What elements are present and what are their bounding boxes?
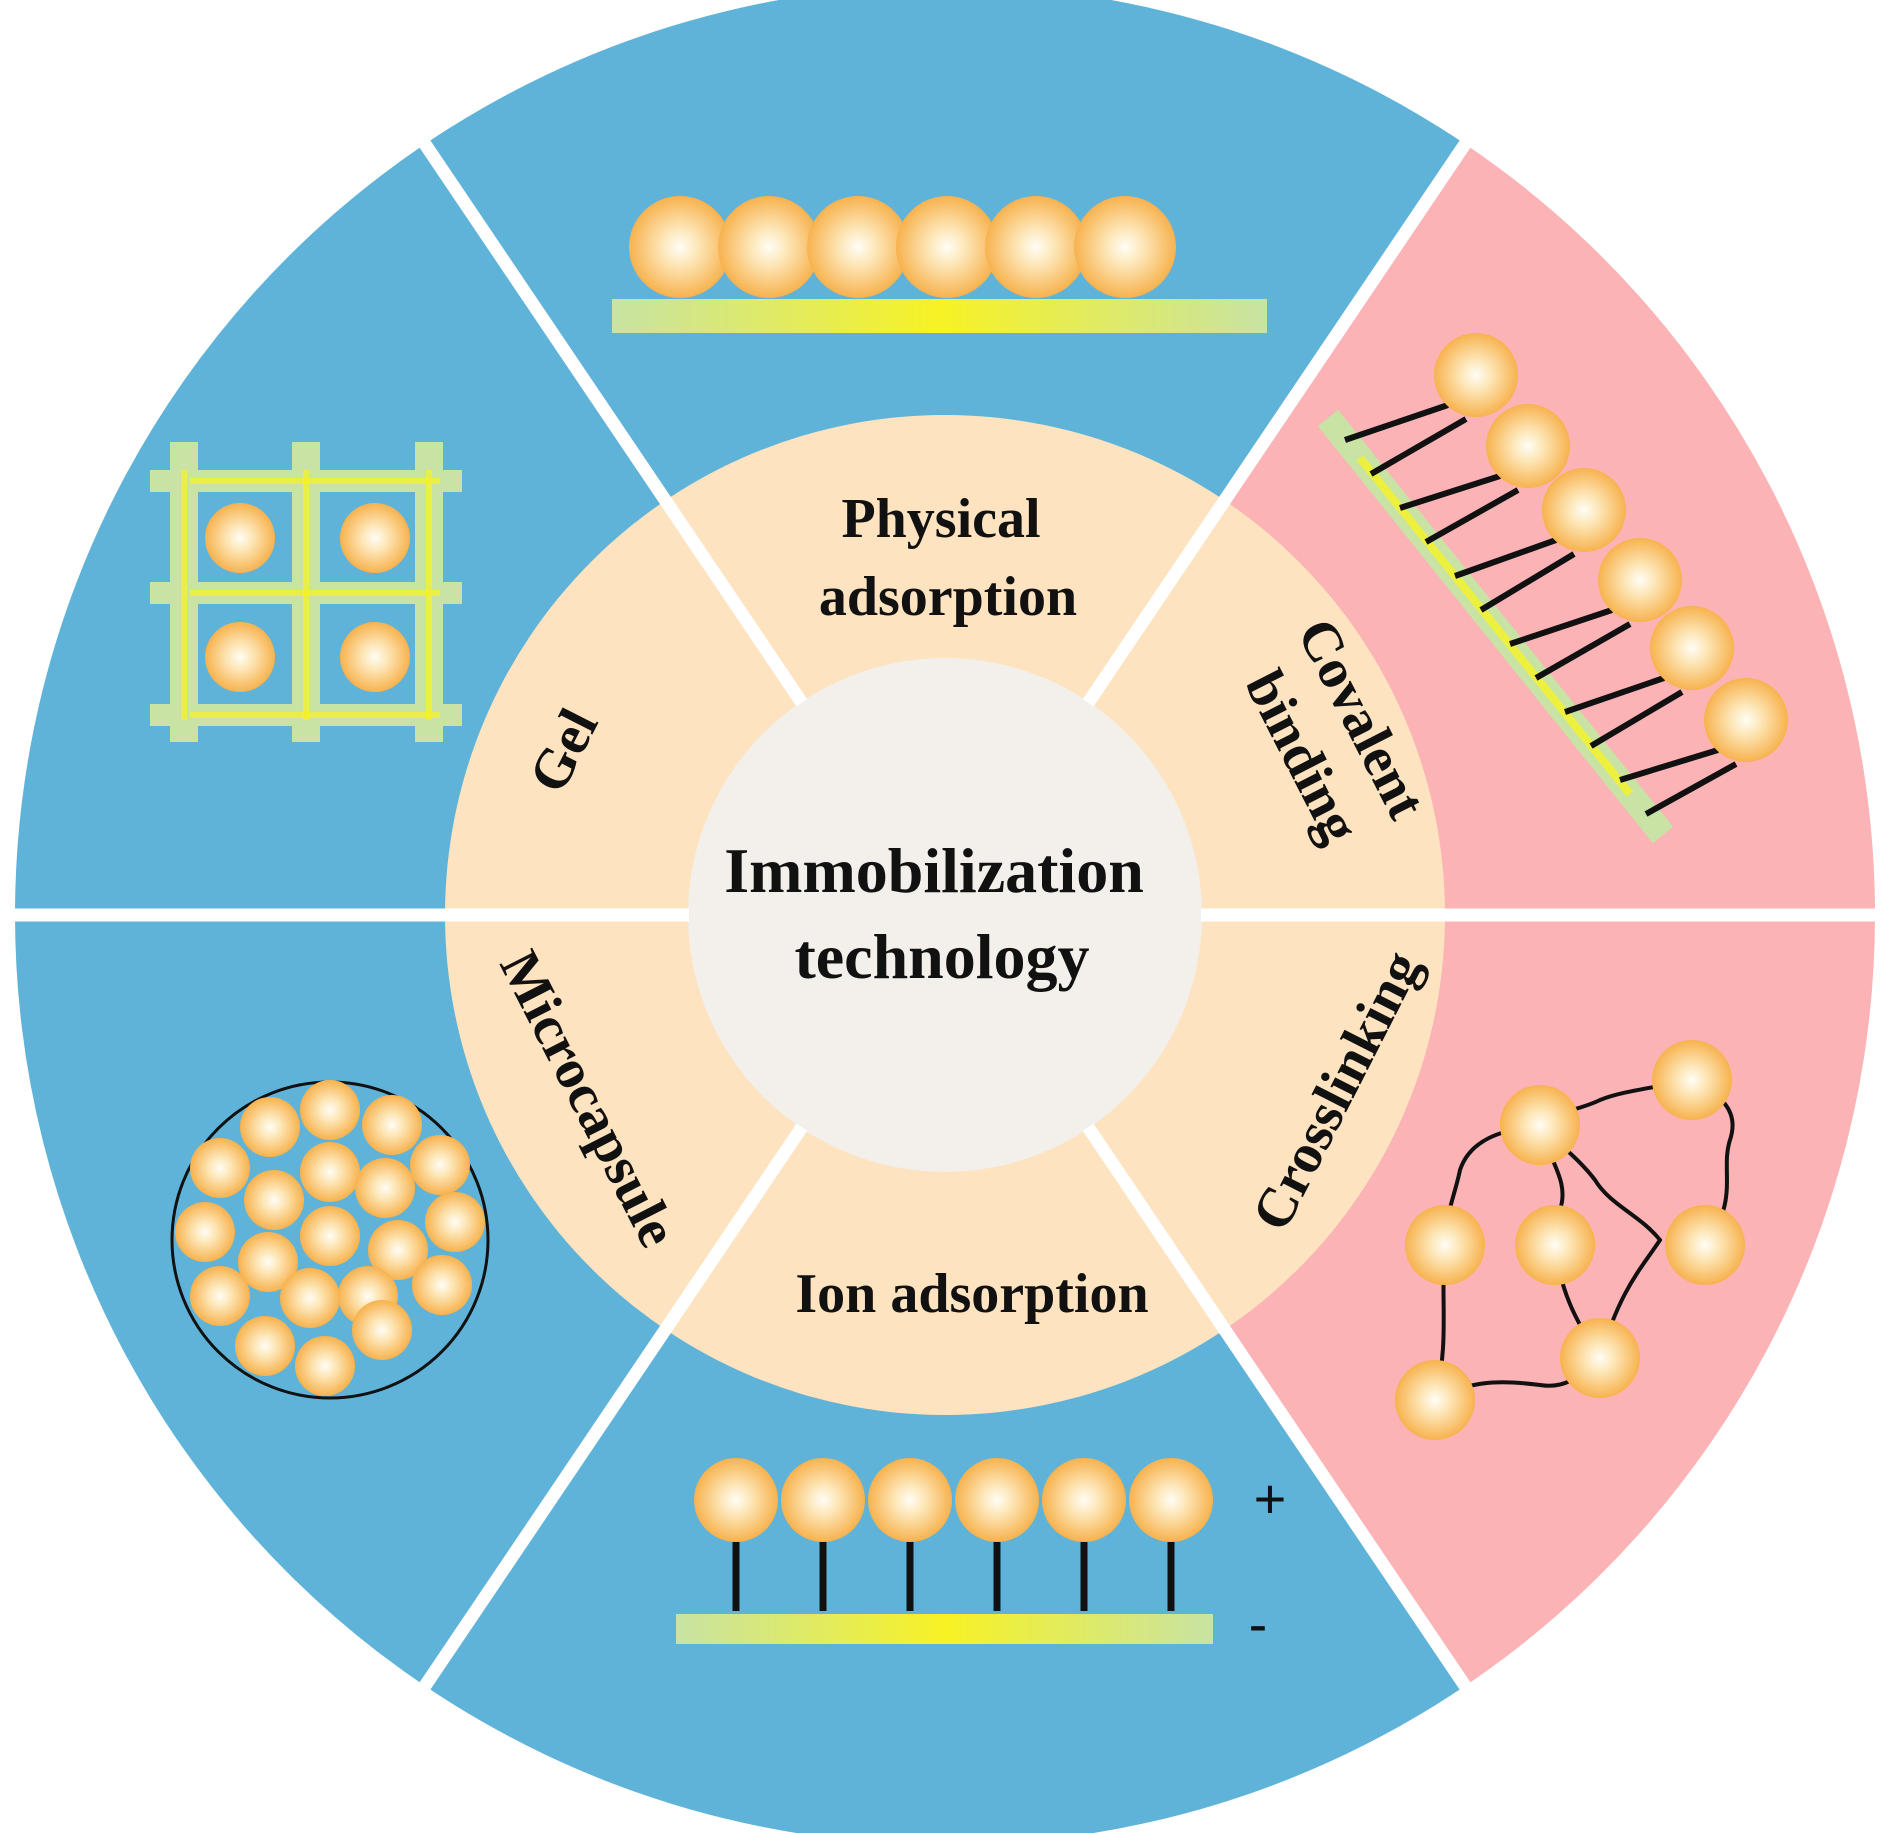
support-bar-glow bbox=[1356, 455, 1634, 797]
enzyme-sphere bbox=[1434, 333, 1518, 417]
enzyme-sphere bbox=[238, 1232, 298, 1292]
center-disc bbox=[688, 658, 1202, 1172]
enzyme-sphere bbox=[300, 1206, 360, 1266]
enzyme-sphere bbox=[368, 1220, 428, 1280]
enzyme-sphere bbox=[295, 1336, 355, 1396]
enzyme-sphere bbox=[1598, 538, 1682, 622]
sector-dividers bbox=[10, 136, 1880, 1694]
support-bar bbox=[612, 299, 1267, 333]
enzyme-sphere bbox=[1542, 468, 1626, 552]
enzyme-sphere bbox=[868, 1458, 952, 1542]
positive-charge-label: + bbox=[1254, 1467, 1287, 1530]
enzyme-sphere bbox=[362, 1095, 422, 1155]
enzyme-sphere bbox=[1042, 1458, 1126, 1542]
support-bar bbox=[676, 1614, 1213, 1644]
enzyme-sphere bbox=[1560, 1318, 1640, 1398]
enzyme-sphere bbox=[190, 1138, 250, 1198]
covalent-link bbox=[1369, 416, 1468, 477]
covalent-link bbox=[1344, 402, 1449, 443]
enzyme-sphere bbox=[244, 1170, 304, 1230]
label-physical-line2: adsorption bbox=[819, 566, 1077, 628]
enzyme-sphere bbox=[190, 1266, 250, 1326]
enzyme-sphere bbox=[1515, 1205, 1595, 1285]
enzyme-sphere bbox=[235, 1316, 295, 1376]
covalent-binding-illustration bbox=[1317, 333, 1788, 844]
crosslinking-illustration bbox=[1395, 1040, 1745, 1440]
gel-illustration bbox=[150, 442, 462, 742]
enzyme-sphere bbox=[412, 1255, 472, 1315]
negative-charge-label: - bbox=[1249, 1592, 1268, 1655]
covalent-link bbox=[1399, 473, 1501, 511]
label-ion-line1: Ion adsorption bbox=[795, 1263, 1148, 1325]
label-physical-line1: Physical bbox=[841, 488, 1040, 550]
divider-line bbox=[1082, 1123, 1474, 1694]
center-title: Immobilization technology bbox=[724, 835, 1160, 992]
enzyme-sphere bbox=[807, 196, 909, 298]
enzyme-sphere bbox=[1665, 1205, 1745, 1285]
covalent-link bbox=[1619, 747, 1719, 783]
enzyme-sphere bbox=[205, 622, 275, 692]
enzyme-sphere bbox=[1405, 1205, 1485, 1285]
divider-line bbox=[416, 136, 808, 707]
enzyme-sphere bbox=[340, 503, 410, 573]
enzyme-sphere bbox=[240, 1097, 300, 1157]
label-ion-adsorption: Ion adsorption bbox=[795, 1263, 1148, 1325]
enzyme-sphere bbox=[300, 1142, 360, 1202]
enzyme-sphere bbox=[300, 1080, 360, 1140]
covalent-link bbox=[1509, 607, 1613, 647]
enzyme-sphere bbox=[1652, 1040, 1732, 1120]
enzyme-sphere bbox=[781, 1458, 865, 1542]
enzyme-sphere bbox=[355, 1158, 415, 1218]
enzyme-sphere bbox=[352, 1300, 412, 1360]
divider-line bbox=[416, 1123, 808, 1694]
center-title-line1: Immobilization bbox=[724, 835, 1144, 906]
divider-line bbox=[1082, 136, 1474, 707]
enzyme-sphere bbox=[1074, 196, 1176, 298]
enzyme-sphere bbox=[1129, 1458, 1213, 1542]
covalent-link bbox=[1479, 551, 1576, 613]
enzyme-sphere bbox=[175, 1202, 235, 1262]
covalent-link bbox=[1453, 537, 1558, 579]
enzyme-sphere bbox=[896, 196, 998, 298]
enzyme-sphere bbox=[280, 1268, 340, 1328]
enzyme-sphere bbox=[1395, 1360, 1475, 1440]
microcapsule-illustration bbox=[170, 1080, 490, 1400]
enzyme-sphere bbox=[205, 503, 275, 573]
covalent-link bbox=[1564, 675, 1665, 715]
enzyme-sphere bbox=[425, 1192, 485, 1252]
enzyme-sphere bbox=[1500, 1085, 1580, 1165]
covalent-link bbox=[1534, 621, 1632, 681]
covalent-link bbox=[1644, 761, 1738, 817]
enzyme-sphere bbox=[985, 196, 1087, 298]
covalent-link bbox=[1589, 689, 1684, 749]
enzyme-sphere bbox=[694, 1458, 778, 1542]
center-title-line2: technology bbox=[794, 921, 1089, 992]
enzyme-sphere bbox=[410, 1135, 470, 1195]
enzyme-sphere bbox=[1704, 678, 1788, 762]
label-physical-adsorption: Physical adsorption bbox=[819, 488, 1077, 628]
enzyme-sphere bbox=[629, 196, 731, 298]
covalent-link bbox=[1424, 487, 1520, 545]
enzyme-sphere bbox=[1650, 606, 1734, 690]
enzyme-sphere bbox=[718, 196, 820, 298]
enzyme-sphere bbox=[1486, 404, 1570, 488]
enzyme-sphere bbox=[955, 1458, 1039, 1542]
enzyme-sphere bbox=[340, 622, 410, 692]
physical-adsorption-illustration bbox=[612, 196, 1267, 333]
ion-adsorption-illustration: + - bbox=[676, 1458, 1286, 1655]
